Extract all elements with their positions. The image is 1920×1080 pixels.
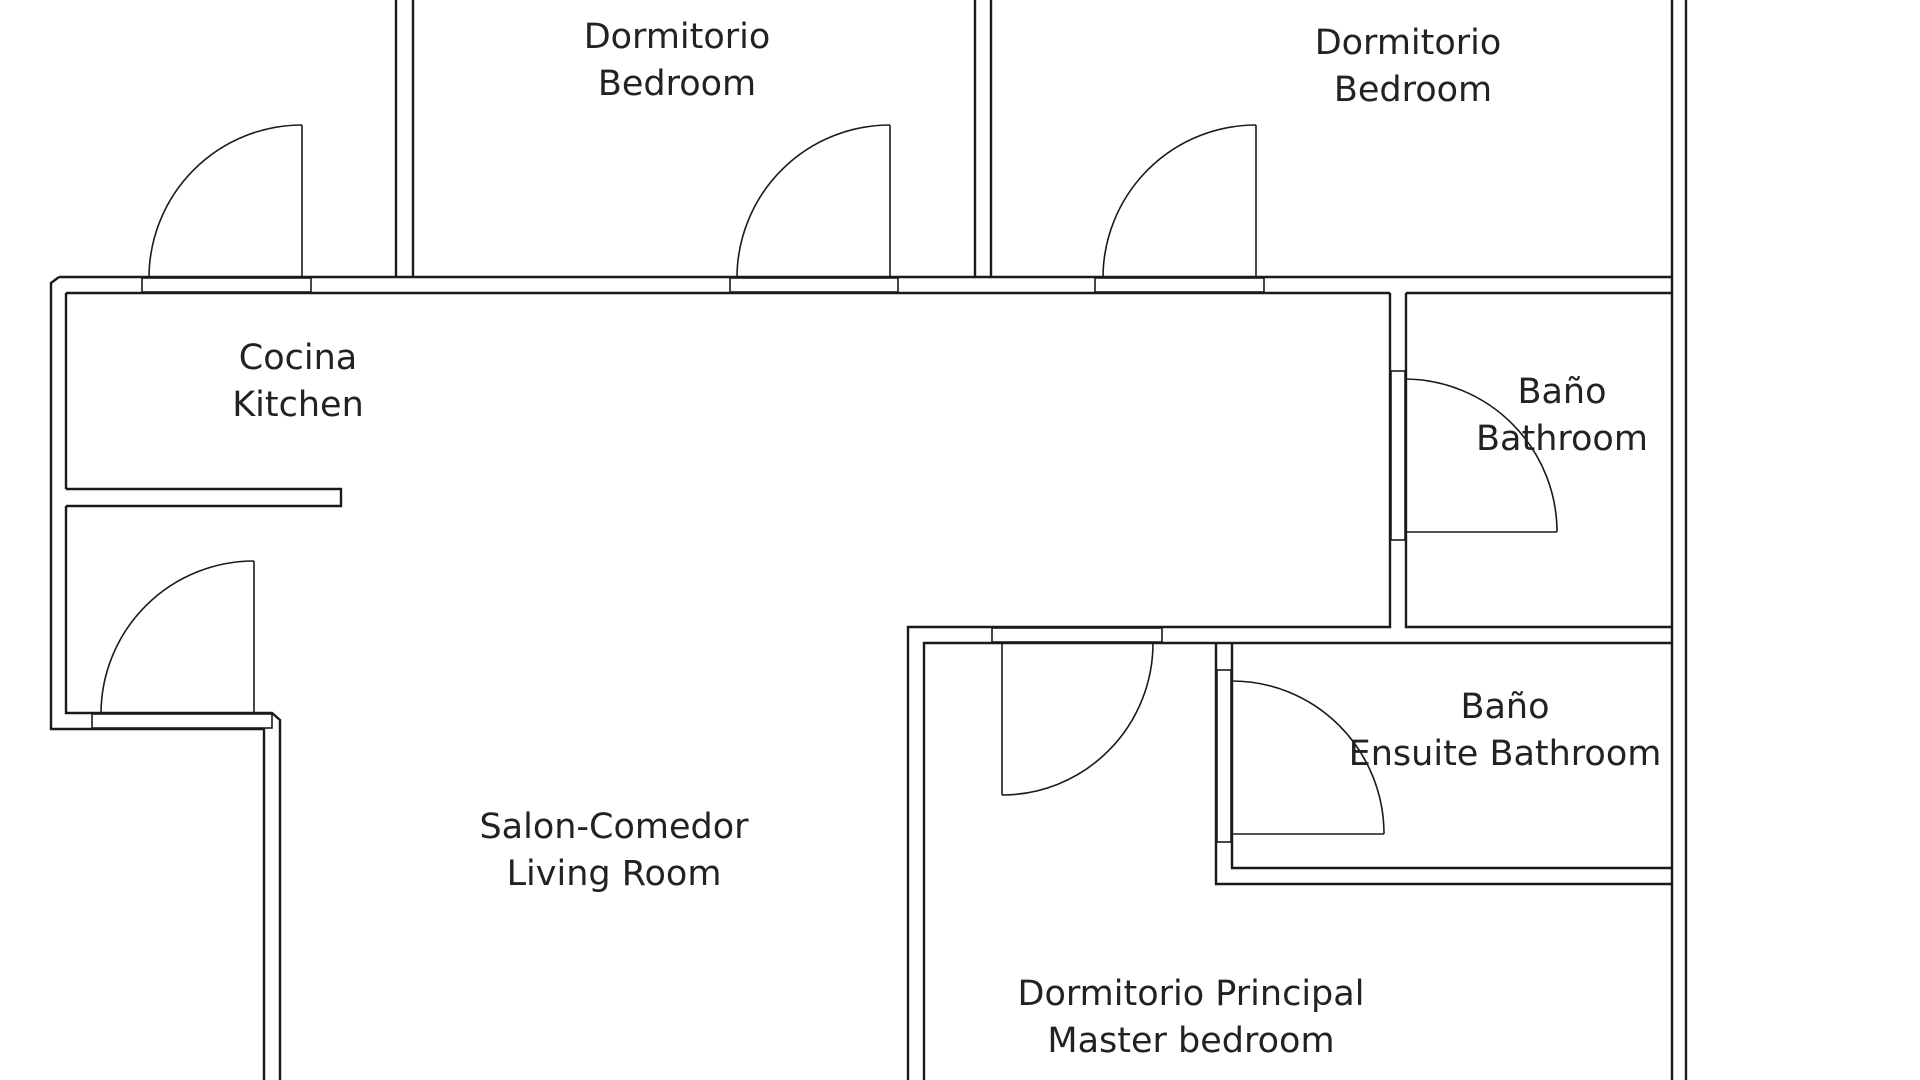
corridor-right-wall: [906, 293, 1392, 1080]
living-room-label: Salon-Comedor Living Room: [479, 807, 749, 894]
kitchen-name-en: Kitchen: [232, 385, 364, 425]
bedroom-1-name-en: Bedroom: [598, 64, 756, 104]
bedroom-2-name-en: Bedroom: [1334, 70, 1492, 110]
kitchen-label: Cocina Kitchen: [232, 338, 364, 425]
bathroom-name-es: Baño: [1517, 372, 1606, 412]
left-exterior-wall: [49, 276, 266, 1080]
kitchen-door-icon: [141, 124, 312, 293]
master-bedroom-label: Dormitorio Principal Master bedroom: [1018, 974, 1365, 1061]
bedroom-2-door-icon: [1094, 124, 1265, 293]
doors: [91, 124, 1558, 843]
master-bedroom-name-es: Dormitorio Principal: [1018, 974, 1365, 1014]
bathroom-name-en: Bathroom: [1476, 419, 1648, 459]
master-bedroom-name-en: Master bedroom: [1047, 1021, 1334, 1061]
ensuite-label: Baño Ensuite Bathroom: [1349, 687, 1662, 774]
ensuite-wall: [1214, 641, 1672, 886]
left-exterior-wall-inner: [64, 293, 282, 1080]
bedroom-1-label: Dormitorio Bedroom: [584, 17, 771, 104]
room-labels: Dormitorio Bedroom Dormitorio Bedroom Co…: [232, 17, 1661, 1061]
bedroom-1-name-es: Dormitorio: [584, 17, 771, 57]
closet-door-icon: [91, 560, 273, 729]
bedroom-1-door-icon: [729, 124, 899, 293]
kitchen-name-es: Cocina: [239, 338, 357, 378]
bedroom-2-label: Dormitorio Bedroom: [1315, 23, 1502, 110]
ensuite-door-icon: [1216, 669, 1385, 843]
living-room-name-es: Salon-Comedor: [479, 807, 749, 847]
bathroom-wall: [1404, 291, 1672, 629]
ensuite-name-en: Ensuite Bathroom: [1349, 734, 1662, 774]
ensuite-name-es: Baño: [1460, 687, 1549, 727]
walls: [49, 0, 1688, 1080]
kitchen-partition: [66, 487, 343, 508]
bathroom-door-icon: [1390, 370, 1558, 541]
master-bedroom-door-icon: [991, 627, 1163, 796]
bedroom-2-name-es: Dormitorio: [1315, 23, 1502, 63]
bathroom-label: Baño Bathroom: [1476, 372, 1648, 459]
living-room-name-en: Living Room: [507, 854, 722, 894]
corridor-right-wall-inner: [922, 641, 1216, 1080]
